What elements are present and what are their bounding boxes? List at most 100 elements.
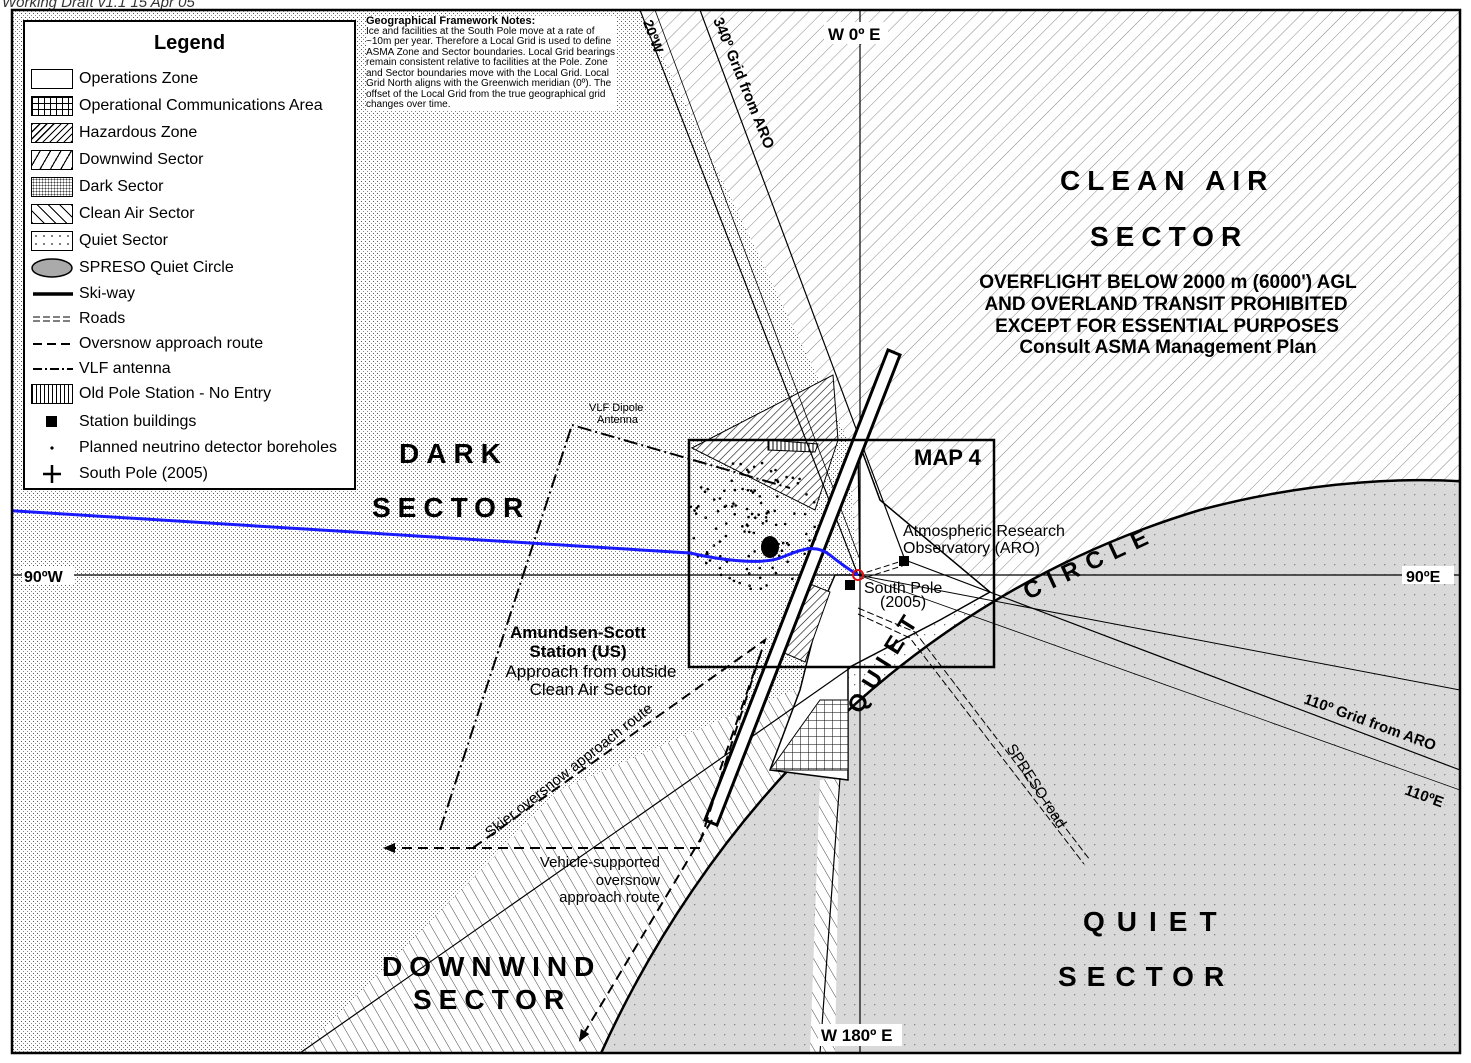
borehole-dot [748, 584, 751, 587]
station-label-2: Station (US) [529, 642, 626, 661]
borehole-dot [724, 504, 728, 508]
quiet-title-2: SECTOR [1058, 961, 1234, 992]
borehole-dot [745, 507, 749, 511]
borehole-dot [734, 504, 737, 507]
legend-label: Station buildings [79, 413, 197, 430]
borehole-dot [750, 512, 754, 516]
vlf-label-1: VLF Dipole [589, 402, 643, 414]
legend-item: Oversnow approach route [31, 332, 263, 356]
borehole-dot [783, 522, 787, 526]
borehole-dot [758, 495, 762, 498]
borehole-dot [704, 516, 707, 519]
borehole-dot [776, 480, 780, 484]
borehole-dot [747, 554, 750, 558]
notes-title: Geographical Framework Notes: [366, 15, 536, 27]
legend-symbol-gray-ellipse [31, 258, 73, 278]
borehole-dot [765, 519, 768, 523]
vlf-label-2: Antenna [597, 414, 639, 426]
map4-label: MAP 4 [914, 445, 982, 470]
borehole-dot [716, 509, 720, 513]
old-pole-station [767, 439, 819, 453]
legend-label: Ski-way [79, 285, 136, 302]
legend-label: Roads [79, 310, 126, 327]
borehole-dot [741, 487, 744, 491]
borehole-dot [693, 509, 696, 512]
borehole-dot [730, 479, 733, 483]
clean-air-west-boundary [639, 10, 859, 576]
legend-item: Quiet Sector [31, 229, 168, 253]
borehole-dot [699, 486, 703, 489]
legend-item: Ski-way [31, 282, 135, 306]
vehicle-oversnow-route-south [578, 819, 713, 1042]
draft-label: Working Draft v1.1 15 Apr 05 [2, 0, 195, 11]
borehole-dot [808, 539, 811, 542]
borehole-dot [725, 522, 728, 525]
borehole-dot [708, 559, 712, 562]
borehole-dot [753, 489, 757, 492]
borehole-dot [703, 490, 707, 494]
legend-item: SPRESO Quiet Circle [31, 256, 234, 280]
borehole-dot [745, 523, 749, 526]
borehole-dot [785, 541, 789, 545]
legend-item: VLF antenna [31, 357, 171, 381]
clean-air-rule-3: EXCEPT FOR ESSENTIAL PURPOSES [995, 316, 1339, 337]
legend-item: Clean Air Sector [31, 202, 195, 226]
borehole-dot [761, 522, 765, 525]
legend-label: SPRESO Quiet Circle [79, 259, 234, 276]
borehole-dot [804, 532, 808, 536]
legend-label: VLF antenna [79, 360, 171, 377]
borehole-dot [747, 515, 750, 519]
borehole-dot [714, 527, 718, 530]
clean-air-title-2: SECTOR [1090, 221, 1248, 252]
borehole-dot [798, 477, 801, 481]
borehole-dot [719, 573, 723, 577]
legend-item: Dark Sector [31, 175, 163, 199]
legend-item: Operations Zone [31, 67, 198, 91]
borehole-dot [741, 472, 744, 476]
borehole-dot [732, 502, 735, 505]
borehole-dot [793, 512, 796, 515]
aro-label-1: Atmospheric Research [903, 523, 1065, 540]
borehole-dot [774, 468, 777, 472]
vlf-antenna [439, 423, 791, 831]
legend-label: Clean Air Sector [79, 205, 195, 222]
borehole-dot [774, 523, 778, 527]
borehole-dot [759, 587, 763, 590]
borehole-dot [697, 504, 700, 508]
dark-title-2: SECTOR [372, 492, 530, 523]
legend-item: Old Pole Station - No Entry [31, 382, 271, 406]
label-west: 90ºW [24, 569, 64, 586]
borehole-dot [732, 579, 736, 583]
legend-symbol-white-box [31, 69, 73, 89]
grid-110-aro-line [904, 559, 1460, 771]
borehole-dot [769, 469, 773, 473]
borehole-dot [776, 495, 779, 498]
legend-symbol-thick-line [33, 292, 73, 296]
legend-symbol-vertical-hatch [31, 384, 73, 404]
borehole-dot [748, 572, 751, 575]
borehole-dot [753, 550, 756, 553]
borehole-dot [731, 462, 735, 465]
legend-symbol-black-square [46, 416, 57, 427]
borehole-dot [791, 577, 794, 581]
borehole-dot [692, 536, 696, 540]
legend-label: Planned neutrino detector boreholes [79, 439, 337, 456]
legend-symbol-dash-dot-line [33, 368, 73, 370]
aro-building [899, 556, 909, 566]
legend-symbol-grid [31, 96, 73, 116]
framework-notes: Geographical Framework Notes: Ice and fa… [366, 16, 616, 111]
quiet-sector-boundary [857, 574, 1460, 691]
legend-label: Hazardous Zone [79, 124, 198, 141]
traverse-route [12, 509, 859, 577]
borehole-dot [787, 543, 790, 547]
borehole-dot [718, 566, 722, 570]
borehole-dot [728, 576, 731, 580]
borehole-dot [786, 560, 789, 563]
legend-label: Old Pole Station - No Entry [79, 385, 272, 402]
borehole-dot [741, 525, 744, 528]
legend-symbol-dash-line [33, 343, 73, 345]
borehole-dot [748, 530, 751, 534]
legend-label: Oversnow approach route [79, 335, 264, 352]
